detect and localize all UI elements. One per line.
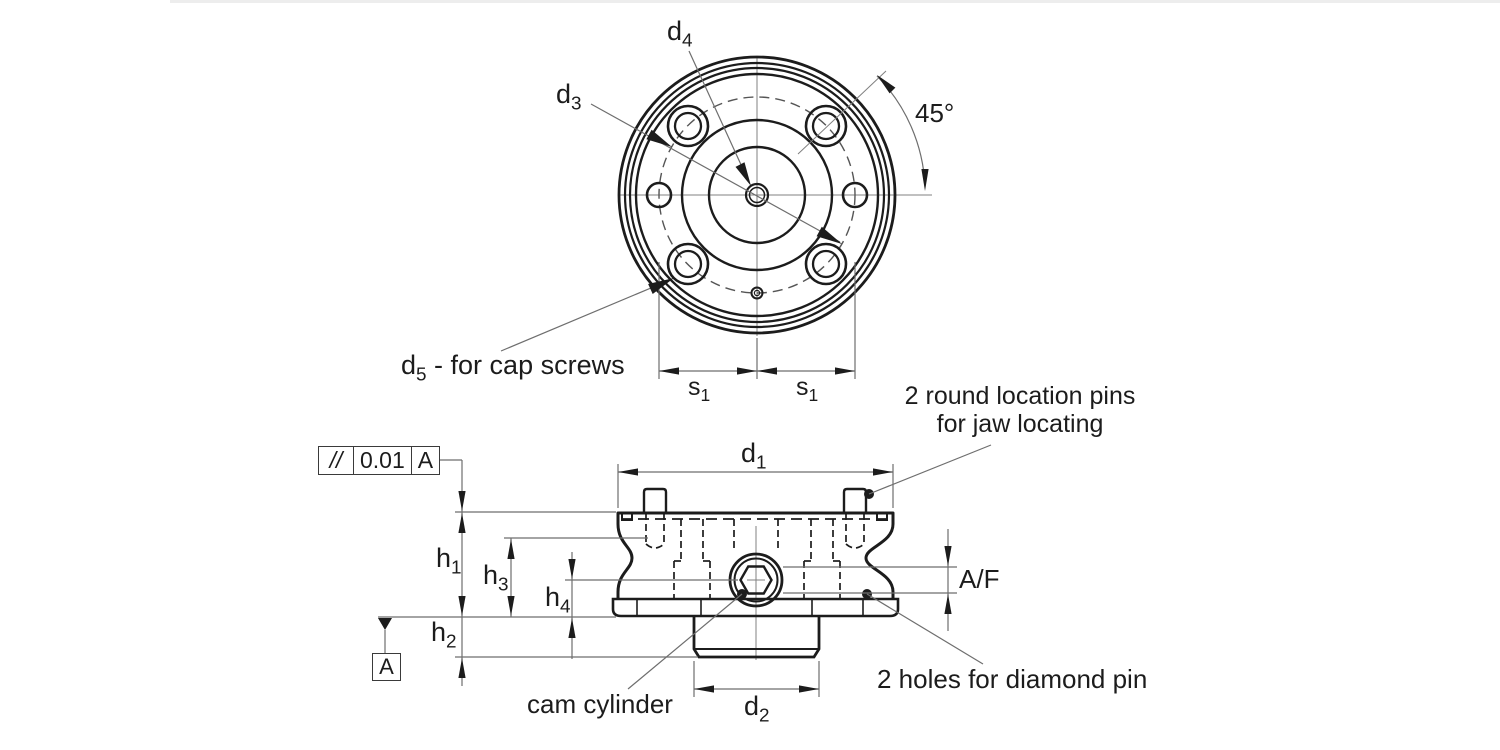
label-h3: h3 <box>483 562 509 596</box>
note-cap-screws-sub: 5 <box>416 364 427 386</box>
fcf-datum-reference: A <box>410 447 439 474</box>
label-d3: d3 <box>556 81 582 115</box>
label-s1-right-base: s <box>796 373 809 401</box>
label-h3-base: h <box>483 560 499 590</box>
label-d4-sub: 4 <box>682 30 693 52</box>
fcf-parallelism-symbol: // <box>329 447 343 473</box>
radial-45-line <box>797 70 887 155</box>
fcf-tolerance-value: 0.01 <box>353 447 411 474</box>
note-cap-screws-rest: - for cap screws <box>426 350 625 380</box>
datum-a-letter: A <box>379 654 394 679</box>
label-h4: h4 <box>545 584 571 618</box>
d5-leader <box>500 279 671 352</box>
datum-triangle-icon <box>378 618 392 630</box>
page-top-rule <box>170 0 1500 3</box>
dimension-arrowheads <box>378 75 952 693</box>
leader-dots <box>737 489 874 599</box>
label-d2: d2 <box>744 693 770 727</box>
bottom-lip <box>611 597 900 618</box>
label-d1-base: d <box>741 438 757 468</box>
note-location-pins-line1: 2 round location pins <box>904 382 1136 410</box>
label-d2-base: d <box>744 691 760 721</box>
note-cap-screws: d5 - for cap screws <box>401 352 625 386</box>
label-h3-sub: 3 <box>498 574 509 596</box>
side-view <box>611 487 900 660</box>
location-pin-right <box>842 487 868 513</box>
note-location-pins: 2 round location pins for jaw locating <box>880 382 1160 438</box>
label-d3-sub: 3 <box>571 93 582 115</box>
feature-control-frame: // 0.01 A <box>318 446 441 475</box>
label-s1-right-sub: 1 <box>808 385 819 406</box>
label-across-flats: A/F <box>959 564 1000 594</box>
label-h1-sub: 1 <box>451 557 462 579</box>
label-s1-left-base: s <box>688 373 701 401</box>
label-h1-base: h <box>436 543 452 573</box>
location-pins-leader <box>868 444 992 495</box>
spigot-outline <box>692 616 821 659</box>
label-h4-sub: 4 <box>560 596 571 618</box>
label-s1-left-sub: 1 <box>700 385 711 406</box>
label-d2-sub: 2 <box>759 705 770 727</box>
label-h4-base: h <box>545 582 561 612</box>
notch-left <box>621 513 633 521</box>
label-s1-right: s1 <box>796 375 818 405</box>
note-cap-screws-base: d <box>401 350 417 380</box>
lip-ticks <box>636 600 864 615</box>
top-view <box>617 55 932 336</box>
label-d1: d1 <box>741 440 767 474</box>
note-diamond-pin: 2 holes for diamond pin <box>877 664 1148 694</box>
label-d1-sub: 1 <box>756 452 767 474</box>
location-pin-left <box>642 487 668 513</box>
diamond-pin-leader <box>866 593 984 665</box>
label-h2: h2 <box>431 619 457 653</box>
label-45-degrees: 45° <box>915 98 955 128</box>
bolt-circle <box>658 96 856 294</box>
label-h1: h1 <box>436 545 462 579</box>
label-d3-base: d <box>556 79 572 109</box>
location-pin-holes <box>645 181 869 209</box>
d4-leader <box>688 50 749 181</box>
diamond-pin-hole <box>750 286 764 300</box>
datum-a-box: A <box>372 653 401 681</box>
label-h2-sub: 2 <box>446 631 457 653</box>
note-cam-cylinder: cam cylinder <box>527 689 673 719</box>
d3-leader <box>590 103 841 243</box>
hidden-pin-holes <box>645 513 865 549</box>
notch-right <box>876 513 888 521</box>
label-s1-left: s1 <box>688 375 710 405</box>
note-location-pins-line2: for jaw locating <box>936 410 1104 438</box>
label-d4-base: d <box>667 16 683 46</box>
label-d4: d4 <box>667 18 693 52</box>
cap-screw-holes <box>666 104 848 286</box>
label-h2-base: h <box>431 617 447 647</box>
cam-cylinder-leader <box>627 593 743 690</box>
